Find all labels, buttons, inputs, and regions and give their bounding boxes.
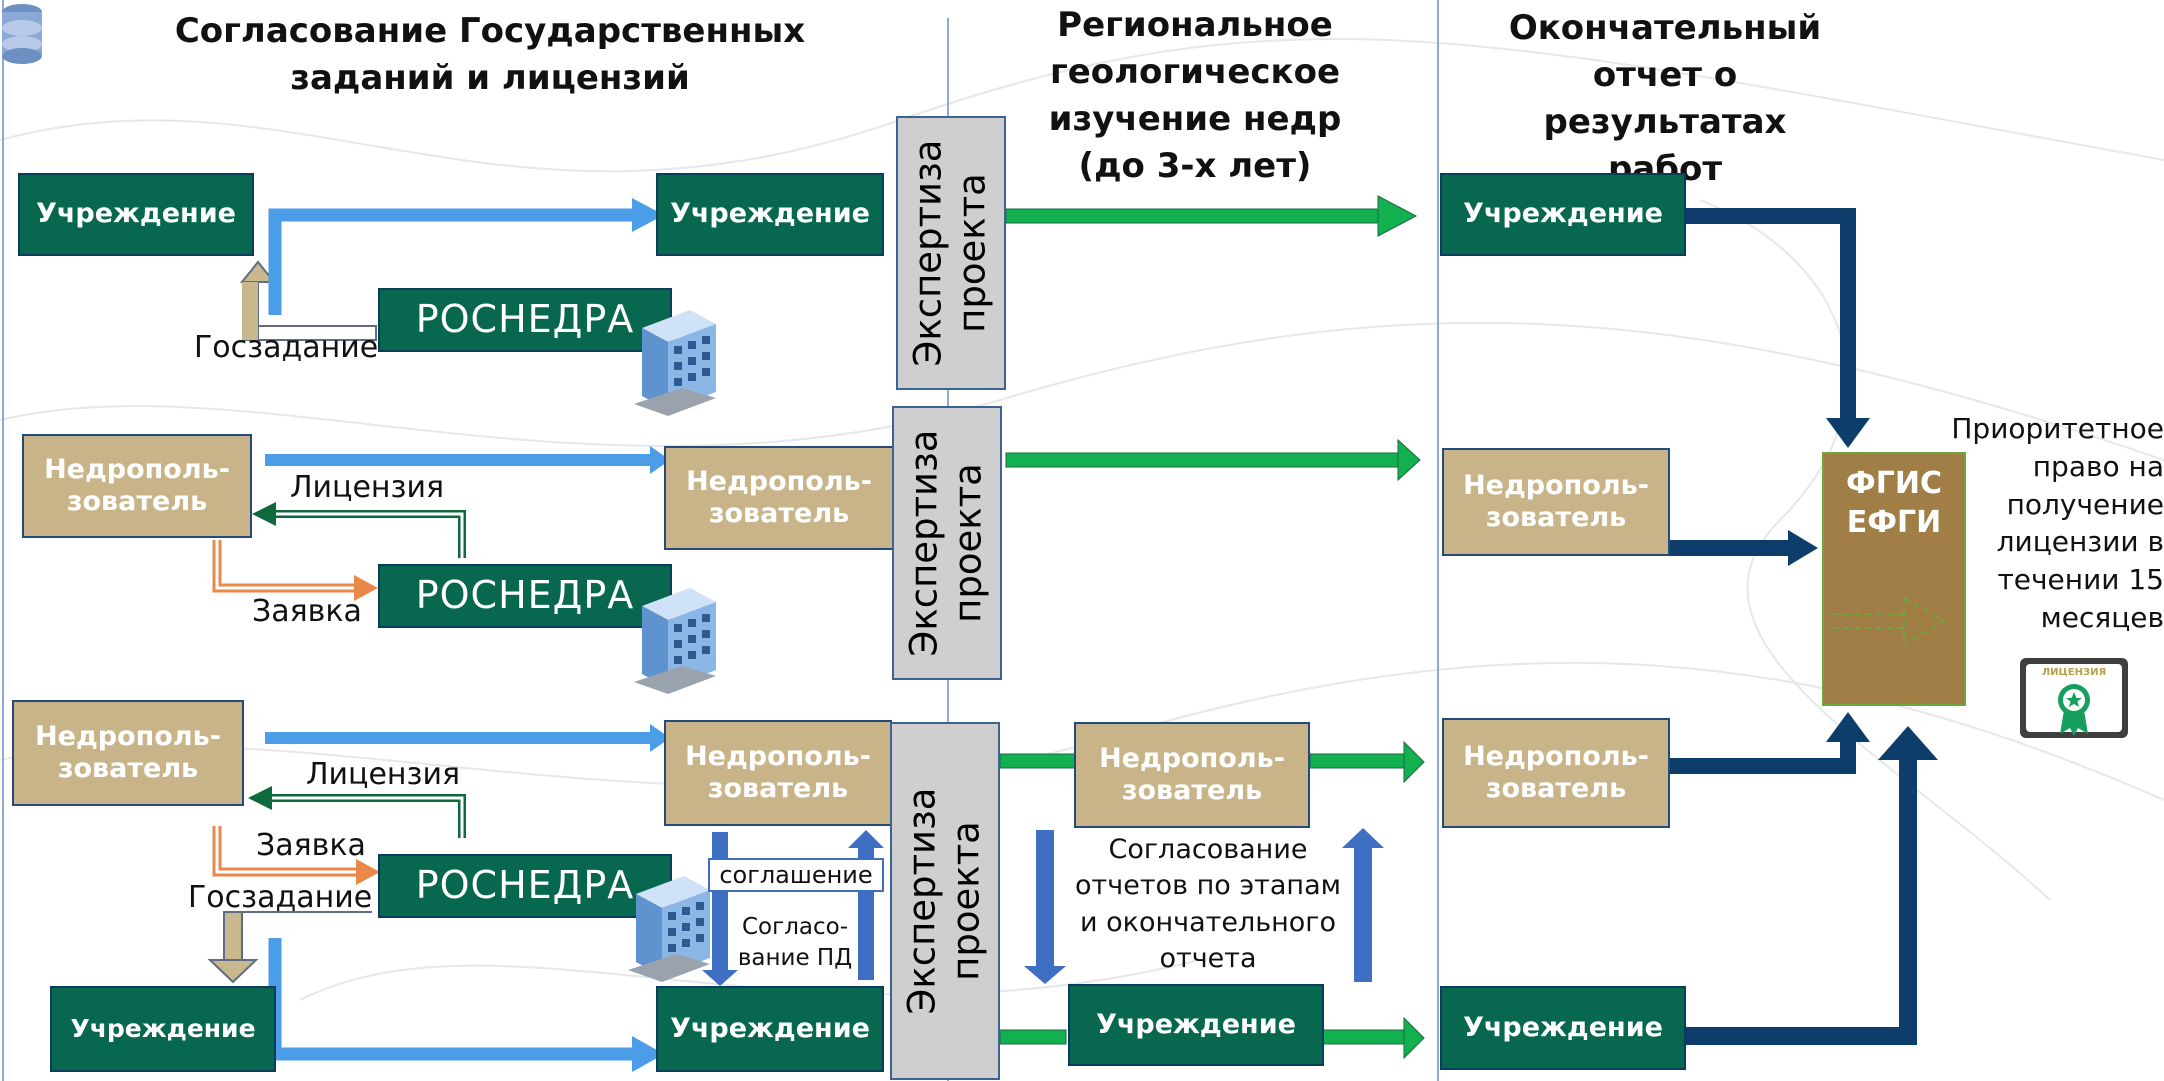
arrow-gostask-line <box>242 325 377 341</box>
rosnedra-box-r1: РОСНЕДРА <box>378 288 672 352</box>
reports-approval-label: Согласование отчетов по этапам и окончат… <box>1064 832 1352 978</box>
subsoil-user-box-r2-left: Недрополь- зователь <box>22 434 252 538</box>
heading-col1: Согласование Государственных заданий и л… <box>174 11 806 98</box>
priority-line-3: получение <box>2006 487 2164 521</box>
priority-line-5: течении 15 <box>1997 563 2164 597</box>
subsoil-user-box-r3-left: Недрополь- зователь <box>12 700 244 806</box>
institution-box-r4-left: Учреждение <box>50 986 276 1072</box>
priority-line-6: месяцев <box>2040 600 2164 634</box>
institution-box-r1-right: Учреждение <box>656 173 884 256</box>
subsoil-user-box-r2-right: Недрополь- зователь <box>664 446 894 550</box>
subsoil-user-text-2: зователь <box>1121 775 1263 806</box>
priority-line-1: Приоритетное <box>1951 412 2164 445</box>
license-label-r3: Лицензия <box>306 757 461 792</box>
fgis-line-1: ФГИС <box>1846 466 1942 501</box>
subsoil-user-box-r2-final: Недрополь- зователь <box>1442 448 1670 556</box>
subsoil-user-text-2: зователь <box>1485 773 1627 804</box>
pd-approval-line-1: Согласо- <box>741 914 849 940</box>
license-label-r2: Лицензия <box>290 470 445 505</box>
subsoil-user-text-1: Недрополь- <box>35 720 221 752</box>
priority-line-4: лицензии в <box>1996 525 2164 559</box>
reports-line-3: и окончательного <box>1079 906 1336 938</box>
reports-line-4: отчета <box>1159 943 1257 975</box>
subsoil-user-text-2: зователь <box>66 486 208 517</box>
play-arrow-icon <box>1832 596 1947 646</box>
building-icon-r2 <box>634 588 716 694</box>
license-badge-text: ЛИЦЕНЗИЯ <box>2041 667 2107 678</box>
arrow-row1-blue <box>268 208 640 315</box>
pd-approval-line-2: вание ПД <box>737 945 853 972</box>
building-icon-r1 <box>634 310 716 416</box>
subsoil-user-text-1: Недрополь- <box>1463 740 1649 772</box>
subsoil-user-text-1: Недрополь- <box>1463 469 1649 501</box>
pd-approval-label: Согласо- вание ПД <box>736 912 854 974</box>
agreement-label: соглашение <box>708 858 884 892</box>
institution-box-r4-mid: Учреждение <box>656 986 884 1072</box>
priority-note: Приоритетное право на получение лицензии… <box>1930 410 2164 637</box>
rosnedra-box-r2: РОСНЕДРА <box>378 564 672 628</box>
seal-icon <box>2058 684 2090 736</box>
application-label-r2: Заявка <box>252 594 362 629</box>
institution-box-r1-final: Учреждение <box>1440 173 1686 256</box>
subsoil-user-box-r3-mid: Недрополь- зователь <box>664 720 892 826</box>
application-label-r3: Заявка <box>256 828 366 863</box>
priority-line-2: право на <box>2032 449 2164 483</box>
subsoil-user-text-2: зователь <box>708 498 850 529</box>
fgis-efgi-box: ФГИС ЕФГИ <box>1822 452 1966 706</box>
subsoil-user-text-2: зователь <box>1485 502 1627 533</box>
subsoil-user-text-1: Недрополь- <box>44 453 230 485</box>
license-certificate-icon: ЛИЦЕНЗИЯ <box>2020 658 2128 738</box>
reports-line-1: Согласование <box>1108 834 1308 865</box>
heading-col2: Региональное геологическое изучение недр… <box>1048 5 1342 186</box>
rosnedra-box-r3: РОСНЕДРА <box>378 854 672 918</box>
database-icon <box>2 4 42 64</box>
subsoil-user-text-1: Недрополь- <box>1099 742 1285 774</box>
heading-col3: Окончательный отчет о результатах работ <box>1508 8 1822 189</box>
subsoil-user-text-2: зователь <box>57 753 199 784</box>
fgis-line-2: ЕФГИ <box>1846 505 1942 540</box>
reports-line-2: отчетов по этапам <box>1075 870 1341 902</box>
subsoil-user-text-1: Недрополь- <box>686 465 872 497</box>
institution-box-r4-center: Учреждение <box>1068 984 1324 1066</box>
gostask-label-r1: Госзадание <box>194 330 379 365</box>
subsoil-user-text-2: зователь <box>707 773 849 804</box>
subsoil-user-text-1: Недрополь- <box>685 740 871 772</box>
institution-box-r1-left: Учреждение <box>18 173 254 256</box>
subsoil-user-box-r3-center: Недрополь- зователь <box>1074 722 1310 828</box>
institution-box-r4-final: Учреждение <box>1440 986 1686 1070</box>
gostask-label-r3: Госзадание <box>188 880 373 915</box>
building-icon-r3 <box>628 876 710 982</box>
subsoil-user-box-r3-final: Недрополь- зователь <box>1442 718 1670 828</box>
